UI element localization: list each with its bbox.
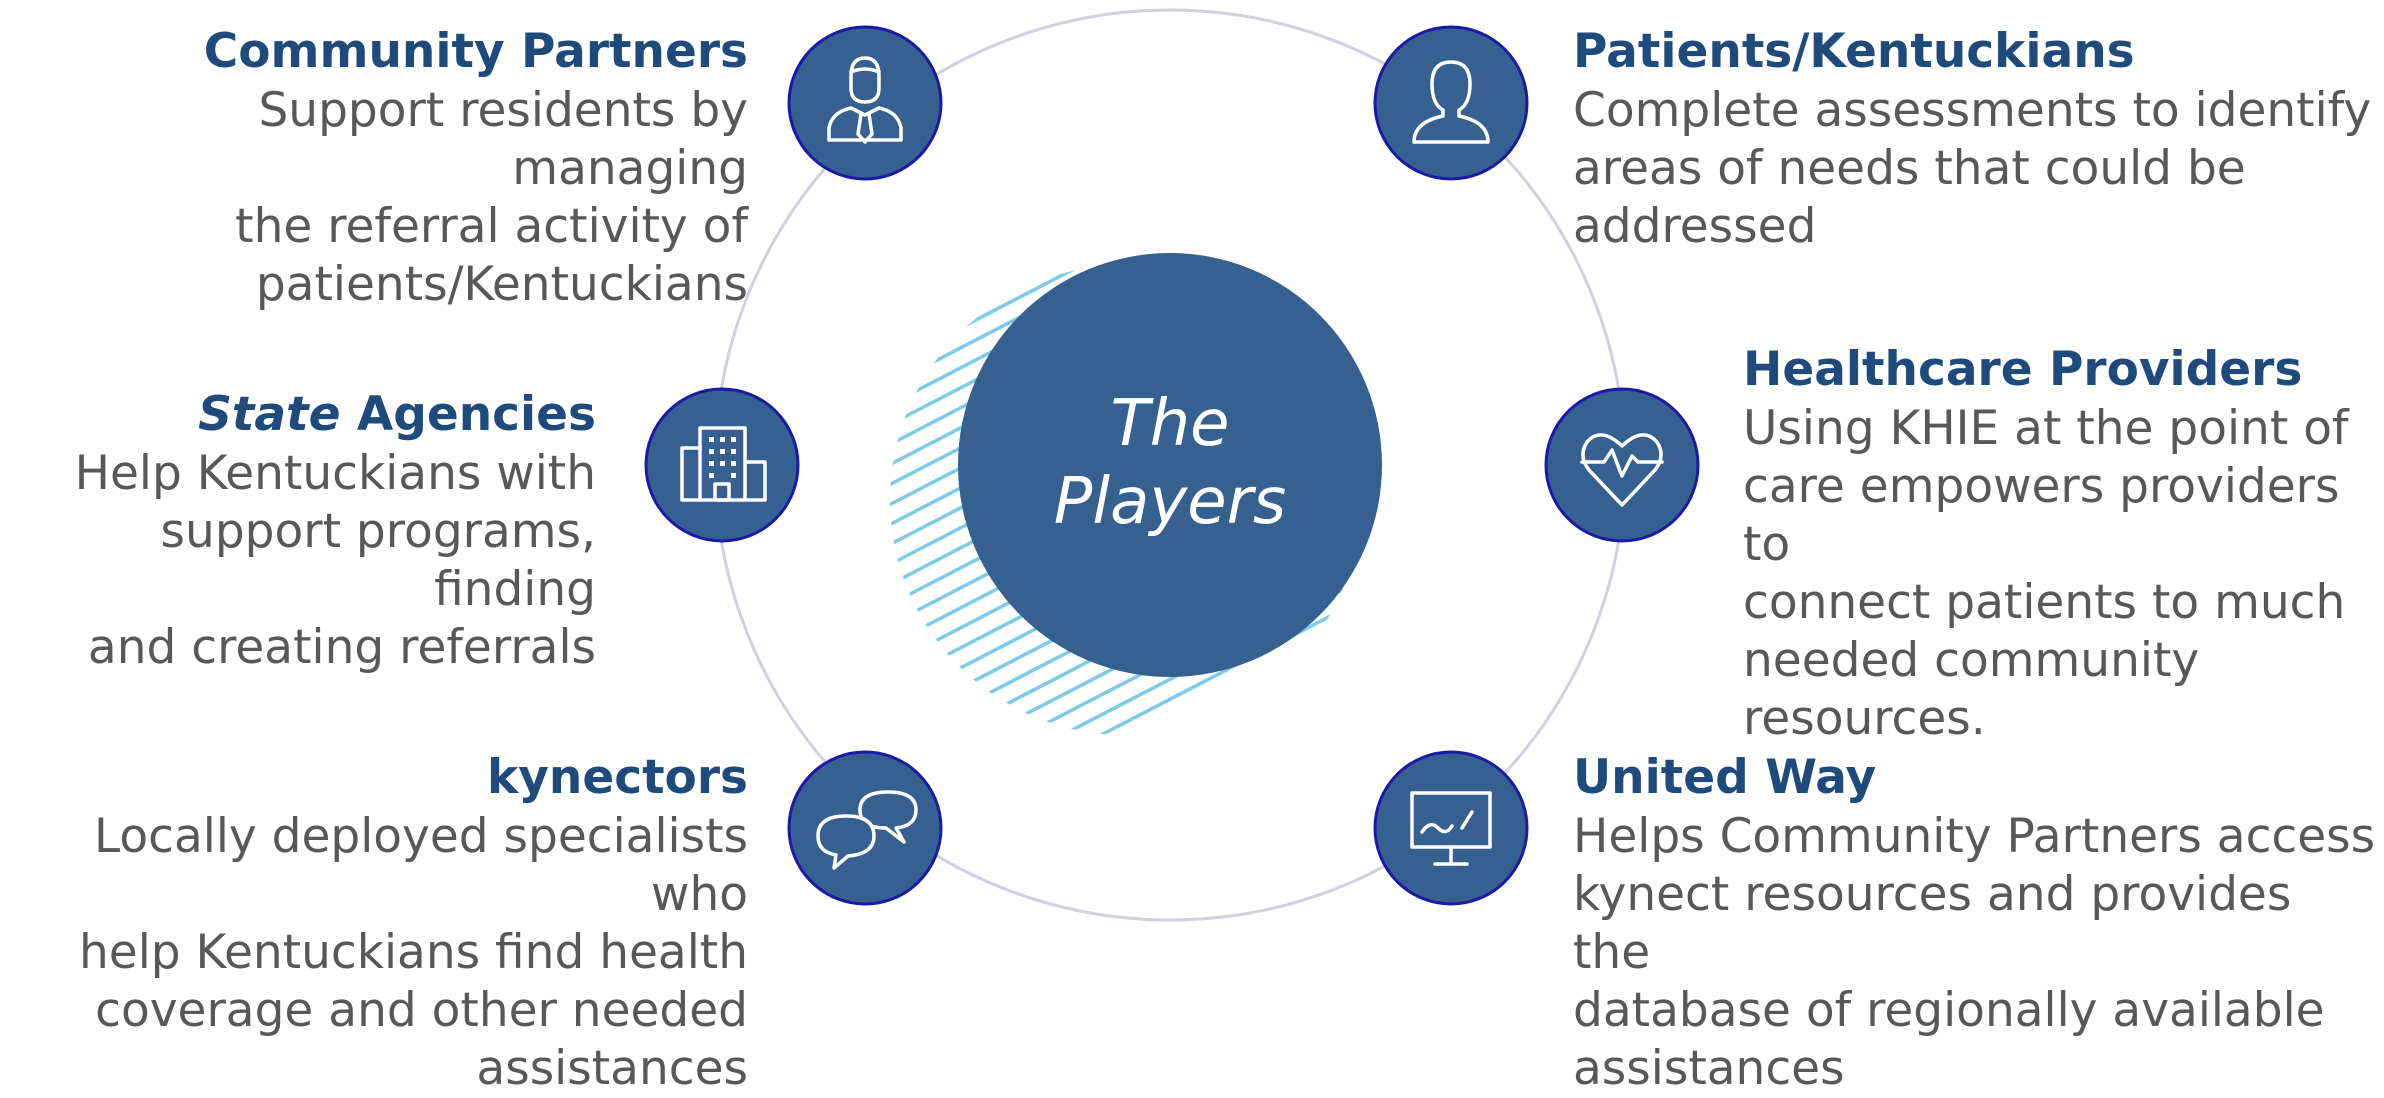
player-united-way: United Way Helps Community Partners acce… <box>1573 748 2381 1098</box>
player-description: Locally deployed specialists who help Ke… <box>8 808 748 1098</box>
description-line: patients/Kentuckians <box>255 257 748 312</box>
description-line: help Kentuckians find health <box>78 925 748 980</box>
node-kynectors[interactable] <box>787 750 943 906</box>
player-title: Healthcare Providers <box>1743 342 2303 397</box>
center-label-line2: Players <box>1053 465 1287 539</box>
description-line: Complete assessments to identify <box>1573 83 2372 138</box>
node-community-partners[interactable] <box>787 25 943 181</box>
player-title-emphasis: State <box>198 387 341 442</box>
node-united-way[interactable] <box>1373 750 1529 906</box>
player-description: Help Kentuckians with support programs, … <box>6 445 596 677</box>
player-title: kynectors <box>486 750 748 805</box>
player-title: State Agencies <box>6 385 596 445</box>
player-healthcare-providers: Healthcare Providers Using KHIE at the p… <box>1743 340 2381 748</box>
center-label: The Players <box>1020 385 1320 541</box>
person-with-tie-icon <box>827 56 903 144</box>
description-line: Helps Community Partners access <box>1573 809 2376 864</box>
description-line: Using KHIE at the point of <box>1743 401 2349 456</box>
node-healthcare-providers[interactable] <box>1544 387 1700 543</box>
description-line: addressed <box>1573 199 1817 254</box>
node-state-agencies[interactable] <box>644 387 800 543</box>
description-line: Support residents by managing <box>258 83 748 196</box>
chat-bubbles-icon <box>816 790 918 870</box>
player-community-partners: Community Partners Support residents by … <box>8 22 748 314</box>
description-line: areas of needs that could be <box>1573 141 2246 196</box>
player-title: Patients/Kentuckians <box>1573 24 2135 79</box>
description-line: assistances <box>1573 1041 1845 1096</box>
players-diagram <box>644 8 1700 922</box>
description-line: database of regionally available <box>1573 983 2325 1038</box>
description-line: care empowers providers to <box>1743 459 2340 572</box>
player-state-agencies: State Agencies Help Kentuckians with sup… <box>6 385 596 677</box>
description-line: needed community <box>1743 633 2200 688</box>
description-line: connect patients to much <box>1743 575 2346 630</box>
office-building-icon <box>680 426 767 502</box>
player-patients: Patients/Kentuckians Complete assessment… <box>1573 22 2373 256</box>
description-line: assistances <box>476 1041 748 1096</box>
player-description: Helps Community Partners access kynect r… <box>1573 808 2381 1098</box>
description-line: the referral activity of <box>235 199 748 254</box>
player-description: Using KHIE at the point of care empowers… <box>1743 400 2381 748</box>
description-line: kynect resources and provides the <box>1573 867 2292 980</box>
description-line: resources. <box>1743 691 1986 746</box>
description-line: support programs, finding <box>160 504 596 617</box>
heart-pulse-icon <box>1580 433 1664 507</box>
description-line: and creating referrals <box>87 620 596 675</box>
player-title: United Way <box>1573 750 1877 805</box>
player-kynectors: kynectors Locally deployed specialists w… <box>8 748 748 1098</box>
person-outline-icon <box>1412 60 1490 144</box>
description-line: Locally deployed specialists who <box>94 809 748 922</box>
node-patients[interactable] <box>1373 25 1529 181</box>
player-title: Community Partners <box>203 24 748 79</box>
center-label-line1: The <box>1110 387 1230 461</box>
player-title-rest: Agencies <box>340 387 596 442</box>
center-circle <box>958 253 1382 677</box>
player-description: Support residents by managing the referr… <box>8 82 748 314</box>
description-line: coverage and other needed <box>95 983 748 1038</box>
monitor-chart-icon <box>1410 791 1492 866</box>
description-line: Help Kentuckians with <box>74 446 596 501</box>
player-description: Complete assessments to identify areas o… <box>1573 82 2373 256</box>
